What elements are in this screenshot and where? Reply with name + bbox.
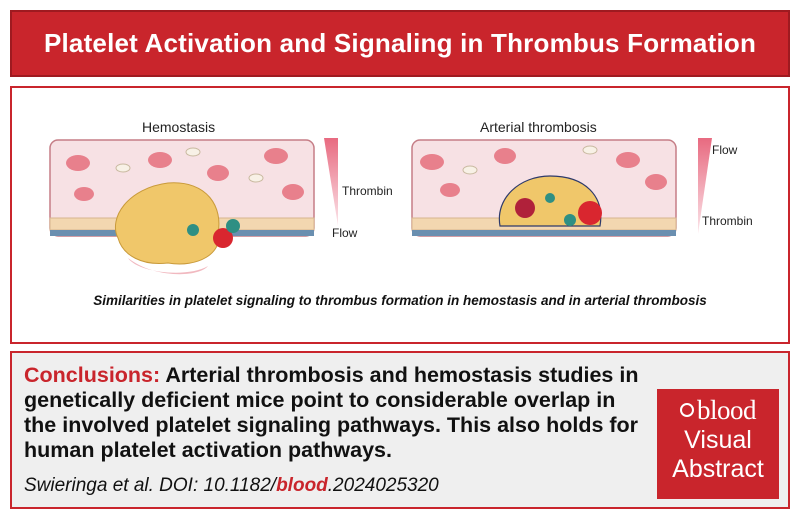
citation-suffix: .2024025320 bbox=[327, 475, 439, 496]
citation-prefix: Swieringa et al. DOI: 10.1182/ bbox=[24, 475, 277, 496]
thrombosis-illustration bbox=[411, 139, 677, 237]
header-banner: Platelet Activation and Signaling in Thr… bbox=[10, 10, 790, 77]
conclusions-text: Conclusions: Arterial thrombosis and hem… bbox=[24, 363, 644, 463]
conclusions-label: Conclusions: bbox=[24, 363, 161, 387]
logo-brand: blood bbox=[657, 395, 779, 426]
thrombosis-gradient bbox=[698, 138, 712, 234]
thrombosis-title: Arterial thrombosis bbox=[480, 119, 597, 135]
hemostasis-title: Hemostasis bbox=[142, 119, 216, 135]
hemostasis-gradient bbox=[324, 138, 338, 226]
conclusions-body: Arterial thrombosis and hemostasis studi… bbox=[24, 363, 639, 462]
hemostasis-thrombin-label: Thrombin bbox=[342, 184, 393, 198]
illustration-caption: Similarities in platelet signaling to th… bbox=[93, 293, 707, 308]
thrombosis-flow-label: Flow bbox=[712, 143, 738, 157]
citation-journal: blood bbox=[276, 475, 328, 496]
thrombosis-thrombin-label: Thrombin bbox=[702, 214, 753, 228]
hemostasis-flow-label: Flow bbox=[332, 226, 358, 240]
logo-line-1: Visual bbox=[684, 426, 752, 454]
page-title: Platelet Activation and Signaling in Thr… bbox=[43, 28, 757, 58]
logo-brand-text: blood bbox=[696, 395, 757, 425]
hemostasis-illustration bbox=[49, 139, 315, 275]
blood-visual-abstract-logo: blood Visual Abstract bbox=[657, 389, 779, 499]
logo-line-2: Abstract bbox=[672, 455, 764, 483]
blood-drop-icon bbox=[679, 402, 694, 417]
illustration-panel: Hemostasis Thrombin Flow Arterial thromb… bbox=[10, 86, 790, 344]
citation: Swieringa et al. DOI: 10.1182/blood.2024… bbox=[24, 475, 439, 497]
